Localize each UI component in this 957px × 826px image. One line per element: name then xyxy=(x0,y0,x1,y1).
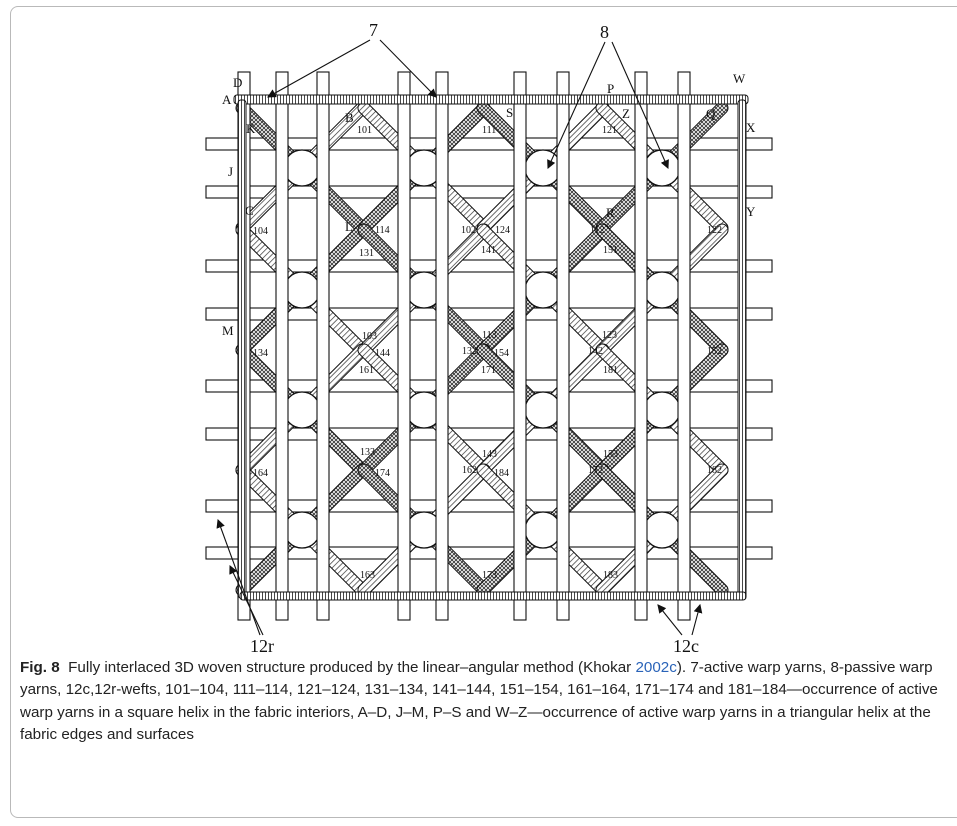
edge-label: P xyxy=(607,81,614,96)
helix-label: 142 xyxy=(588,346,603,357)
helix-label: 183 xyxy=(603,570,618,581)
passive-warp-circle xyxy=(524,391,562,429)
helix-label: 153 xyxy=(603,449,618,460)
passive-warp-circle xyxy=(524,149,562,187)
helix-label: 111 xyxy=(482,125,496,136)
helix-label: 162 xyxy=(462,465,477,476)
weft-column-bar xyxy=(316,71,330,621)
helix-number-labels: 101 102 103 104 111 112 113 114 121 122 123 124 131 1… xyxy=(253,125,722,581)
helix-label: 143 xyxy=(482,449,497,460)
helix-label: 113 xyxy=(482,330,497,341)
helix-label: 171 xyxy=(481,365,496,376)
edge-label: Z xyxy=(622,106,630,121)
weft-column-bar xyxy=(275,71,289,621)
edge-label: Y xyxy=(746,204,756,219)
passive-warp-circle xyxy=(283,149,321,187)
passive-warp-circle xyxy=(524,271,562,309)
helix-label: 102 xyxy=(461,225,476,236)
passive-warp-circle xyxy=(643,511,681,549)
helix-label: 182 xyxy=(707,465,722,476)
caption-citation-link[interactable]: 2002c xyxy=(635,659,677,676)
passive-warp-circle xyxy=(643,391,681,429)
caption-text-2: ). 7-active warp yarns, 8-passive warp y… xyxy=(20,659,938,744)
helix-label: 103 xyxy=(362,331,377,342)
helix-label: 101 xyxy=(357,125,372,136)
helix-label: 104 xyxy=(253,226,268,237)
helix-label: 172 xyxy=(588,465,603,476)
edge-label: S xyxy=(506,105,513,120)
helix-label: 132 xyxy=(462,346,477,357)
weft-column-bar xyxy=(513,71,527,621)
edge-label: W xyxy=(733,71,746,86)
edge-label: R xyxy=(606,205,615,220)
helix-label: 184 xyxy=(494,468,509,479)
callout-8: 8 xyxy=(600,22,609,42)
helix-label: 122 xyxy=(707,225,722,236)
passive-warp-circle xyxy=(283,511,321,549)
top-rod xyxy=(233,94,749,105)
passive-warp-circle xyxy=(283,391,321,429)
helix-label: 131 xyxy=(359,248,374,259)
left-rod xyxy=(237,99,247,599)
helix-label: 164 xyxy=(253,468,268,479)
edge-label: J xyxy=(228,164,233,179)
passive-warp-yarns xyxy=(283,149,681,549)
passive-warp-circle xyxy=(643,271,681,309)
helix-label: 173 xyxy=(482,570,497,581)
callout-7: 7 xyxy=(369,20,378,40)
helix-label: 133 xyxy=(360,447,375,458)
passive-warp-circle xyxy=(524,511,562,549)
edge-label: L xyxy=(345,219,353,234)
helix-label: 124 xyxy=(495,225,510,236)
callout-12r: 12r xyxy=(250,636,274,655)
callout-12c: 12c xyxy=(673,636,699,655)
edge-label: C xyxy=(245,203,254,218)
helix-label: 134 xyxy=(253,348,268,359)
figure-caption: Fig. 8 Fully interlaced 3D woven structu… xyxy=(20,657,950,747)
helix-label: 123 xyxy=(602,330,617,341)
bottom-rod xyxy=(239,591,747,601)
edge-label: B xyxy=(345,110,354,125)
helix-label: 151 xyxy=(603,245,618,256)
caption-label: Fig. 8 xyxy=(20,659,60,676)
helix-label: 161 xyxy=(359,365,374,376)
helix-label: 114 xyxy=(375,225,390,236)
edge-label: M xyxy=(222,323,234,338)
helix-label: 121 xyxy=(602,125,617,136)
helix-label: 144 xyxy=(375,348,390,359)
callout-arrows xyxy=(216,39,703,636)
weft-column-bar xyxy=(435,71,449,621)
edge-label: D xyxy=(233,75,242,90)
helix-label: 154 xyxy=(494,348,509,359)
weft-column-bar xyxy=(556,71,570,621)
edge-label: Q xyxy=(706,106,716,121)
helix-label: 152 xyxy=(707,346,722,357)
helix-label: 112 xyxy=(590,225,605,236)
helix-label: 163 xyxy=(360,570,375,581)
weft-column-bar xyxy=(677,71,691,621)
helix-label: 174 xyxy=(375,468,390,479)
right-rod xyxy=(737,99,747,599)
helix-label: 181 xyxy=(603,365,618,376)
passive-warp-circle xyxy=(283,271,321,309)
edge-label: A xyxy=(222,92,232,107)
caption-text-1: Fully interlaced 3D woven structure prod… xyxy=(68,659,636,676)
edge-letter-labels: AD B K J C L M S PZ Q R W X Y xyxy=(222,71,756,338)
weft-column-bar xyxy=(634,71,648,621)
edge-label: X xyxy=(746,120,756,135)
edge-rods xyxy=(233,94,749,601)
helix-label: 141 xyxy=(481,245,496,256)
edge-label: K xyxy=(246,121,256,136)
weft-column-bar xyxy=(397,71,411,621)
